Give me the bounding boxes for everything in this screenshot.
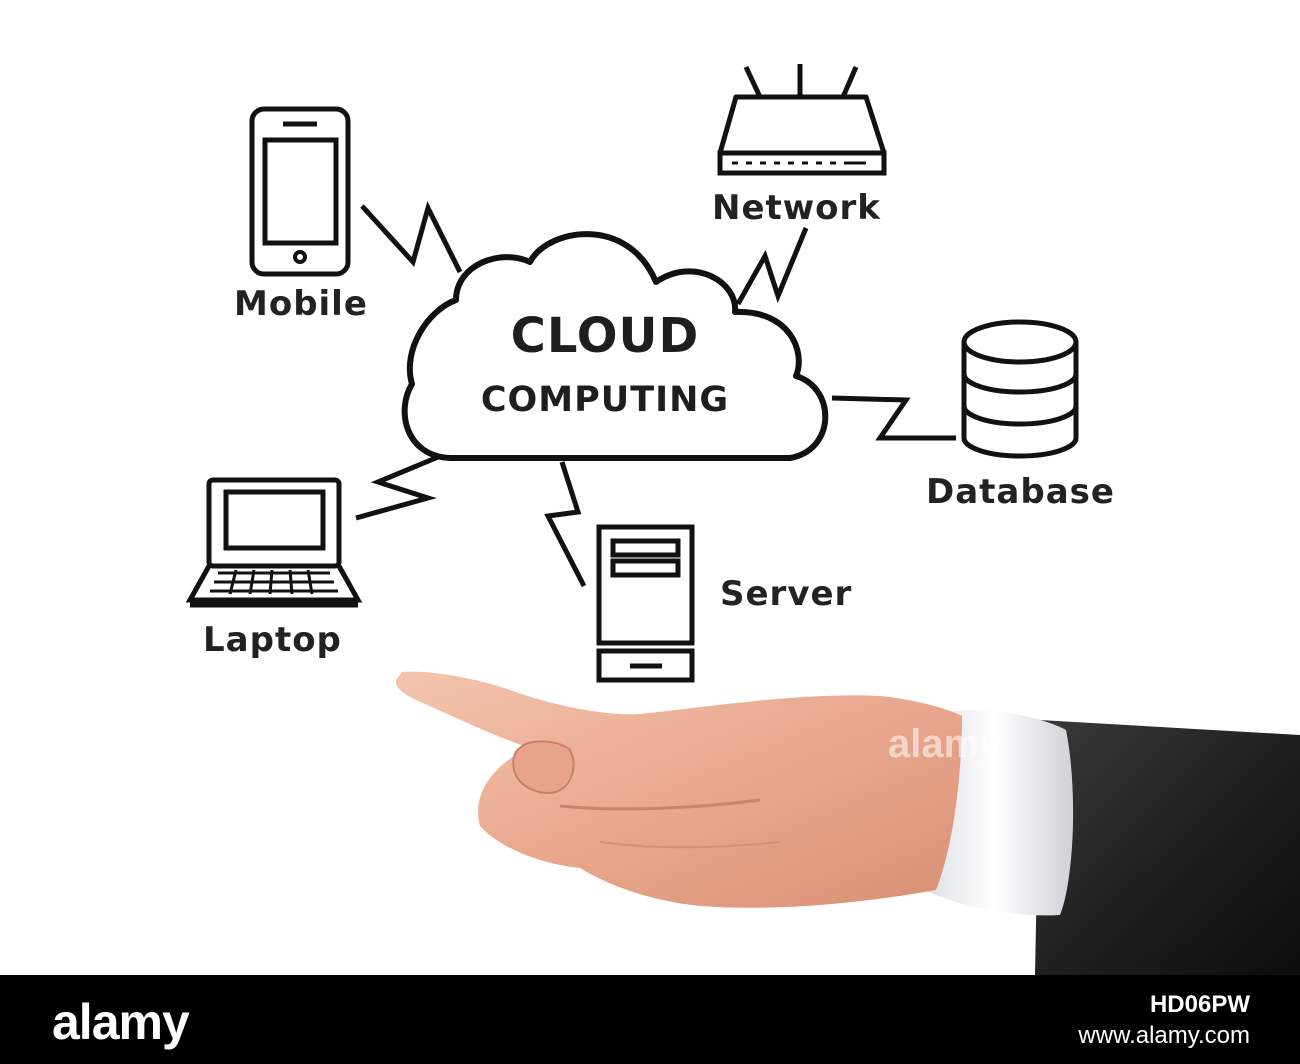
diagram-canvas [185,64,1300,975]
laptop-icon [185,477,363,608]
mobile-icon [249,106,351,277]
footer-logo: alamy [52,994,190,1050]
network-icon [717,64,887,176]
footer-bar: alamy HD06PW www.alamy.com [0,975,1300,1064]
connector-server [544,461,587,588]
cloud-shape [401,231,829,461]
connector-database [831,395,956,441]
footer-image-id: HD06PW [1149,991,1250,1018]
connector-laptop [355,452,444,521]
cloud-computing-illustration: CLOUD COMPUTING Mobile Network Database … [185,64,1300,975]
server-icon [596,524,695,683]
watermark-text: alamy [888,722,1002,766]
cloud-title-line2: COMPUTING [480,380,730,420]
database-icon [961,319,1079,459]
footer-url: www.alamy.com [1078,1022,1250,1049]
laptop-label: Laptop [203,620,342,660]
database-label: Database [926,472,1115,512]
cloud-title-line1: CLOUD [510,308,700,364]
connector-mobile [360,201,463,274]
connector-network [735,227,809,306]
network-label: Network [712,188,881,228]
server-label: Server [720,574,853,614]
mobile-label: Mobile [234,284,368,324]
hand-illustration [395,671,1300,975]
